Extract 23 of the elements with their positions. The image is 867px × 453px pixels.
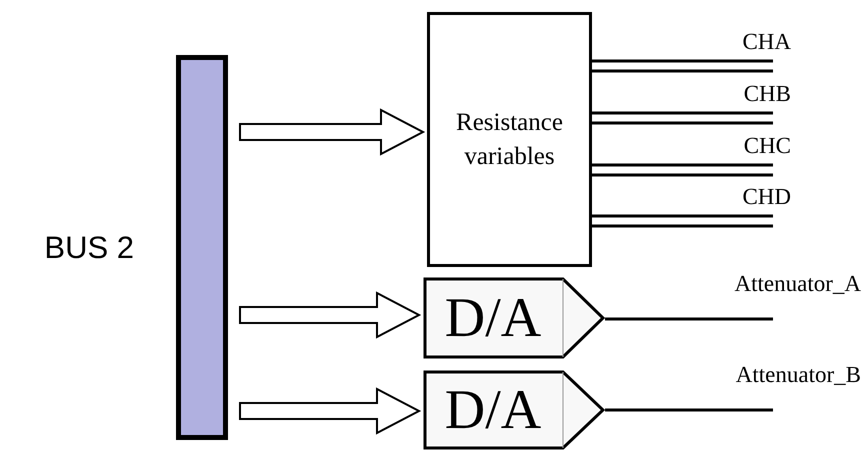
bus-bar — [176, 55, 228, 440]
signal-label: CHA — [742, 28, 791, 56]
box-title: Resistance variables — [455, 108, 564, 172]
hollow-arrow — [239, 291, 422, 339]
signal-label: CHB — [744, 80, 791, 108]
hollow-arrow — [239, 108, 426, 156]
signal-label: Attenuator_B — [736, 361, 861, 389]
signal-line — [605, 408, 773, 412]
signal-line — [605, 318, 773, 320]
double-signal-line — [590, 60, 774, 72]
block-title: D/A — [444, 288, 542, 348]
double-signal-line — [590, 214, 774, 228]
bus-label: BUS 2 — [44, 230, 134, 266]
double-signal-line — [590, 164, 774, 176]
block-title: D/A — [444, 380, 542, 440]
signal-label: CHC — [744, 132, 791, 160]
double-signal-line — [590, 112, 774, 124]
converter-block — [423, 370, 605, 450]
hollow-arrow — [239, 387, 422, 435]
converter-block — [423, 277, 605, 359]
process-box — [427, 12, 592, 267]
signal-label: Attenuator_A — [734, 270, 861, 298]
signal-label: CHD — [742, 183, 791, 211]
